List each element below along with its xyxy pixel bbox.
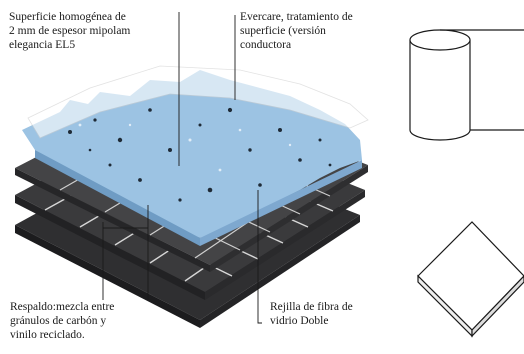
label-surface-line1: Superficie homogénea de [9,11,126,23]
roll-icon [409,29,524,141]
label-backing-line2: gránulos de carbón y [10,315,107,327]
label-surface: Superficie homogénea de 2 mm de espesor … [9,10,179,52]
top-surface-layer [22,70,362,246]
label-backing-line1: Respaldo:mezcla entre [10,301,115,313]
label-grid: Rejilla de fibra de vidrio Doble [270,300,405,328]
label-grid-line1: Rejilla de fibra de [270,301,353,313]
label-evercare-line3: conductora [240,39,292,51]
leader-lines [102,12,262,324]
label-grid-line2: vidrio Doble [270,315,329,327]
label-backing: Respaldo:mezcla entre gránulos de carbón… [10,300,145,342]
label-backing-line3: vinilo reciclado. [10,329,85,341]
label-evercare: Evercare, tratamiento de superficie (ver… [240,10,400,52]
label-surface-line3: elegancia EL5 [9,39,76,51]
label-evercare-line1: Evercare, tratamiento de [240,11,353,23]
label-evercare-line2: superficie (versión [240,25,326,37]
tile-icon [417,221,524,338]
label-surface-line2: 2 mm de espesor mipolam [9,25,131,37]
evercare-coating [27,65,369,139]
